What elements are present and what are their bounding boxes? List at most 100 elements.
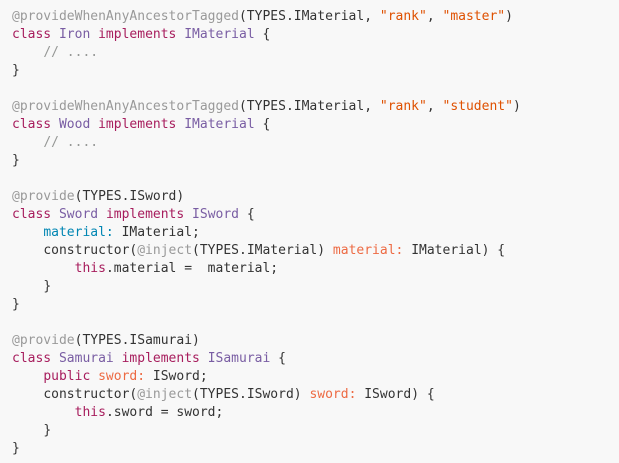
code-token-plain: [114, 351, 122, 366]
code-token-plain: (TYPES.ISamurai): [74, 333, 200, 348]
code-line: class Samurai implements ISamurai {: [12, 350, 286, 368]
code-token-ws: [12, 261, 75, 276]
code-token-class: IMaterial: [184, 117, 255, 132]
code-token-ws: [12, 243, 43, 258]
code-token-this: this: [74, 261, 106, 276]
code-line: // ....: [12, 44, 98, 62]
code-line: constructor(@inject(TYPES.ISword) sword:…: [12, 386, 435, 404]
code-token-plain: {: [254, 117, 271, 132]
code-token-class: Sword: [58, 207, 99, 222]
code-token-decorator: @provide: [12, 189, 75, 204]
code-token-class: ISamurai: [207, 351, 271, 366]
code-line: }: [12, 422, 51, 440]
code-token-comment: // ....: [43, 45, 99, 60]
code-token-decorator: @provide: [12, 333, 75, 348]
code-token-ws: [12, 369, 43, 384]
code-token-plain: (TYPES.ISword): [192, 387, 310, 402]
code-block: @provideWhenAnyAncestorTagged(TYPES.IMat…: [12, 8, 612, 458]
code-token-keyword: public: [43, 369, 91, 384]
code-token-keyword: implements: [98, 117, 177, 132]
code-token-plain: IMaterial;: [113, 225, 200, 240]
code-line: constructor(@inject(TYPES.IMaterial) mat…: [12, 242, 505, 260]
code-token-ws: [12, 45, 43, 60]
code-token-plain: ): [505, 9, 513, 24]
code-line: @provideWhenAnyAncestorTagged(TYPES.IMat…: [12, 8, 513, 26]
code-line: material: IMaterial;: [12, 224, 200, 242]
code-token-class: IMaterial: [184, 27, 255, 42]
code-token-plain: }: [12, 441, 20, 456]
code-line: // ....: [12, 134, 98, 152]
code-token-param: sword:: [98, 369, 146, 384]
code-token-ws: [12, 135, 43, 150]
code-token-plain: {: [270, 351, 286, 366]
code-token-ws: [12, 405, 75, 420]
code-token-ws: [12, 387, 43, 402]
code-line: }: [12, 152, 20, 170]
code-token-string: "rank": [379, 9, 427, 24]
code-token-plain: (TYPES.IMaterial,: [238, 99, 380, 114]
code-token-keyword: class: [12, 27, 52, 42]
code-token-comment: // ....: [43, 135, 99, 150]
code-token-plain: }: [43, 423, 52, 438]
code-token-string: "rank": [379, 99, 427, 114]
code-token-plain: }: [43, 279, 52, 294]
code-token-plain: IMaterial) {: [403, 243, 506, 258]
code-token-ws: [12, 423, 43, 438]
code-token-plain: }: [12, 63, 20, 78]
code-token-plain: .material = material;: [105, 261, 279, 276]
code-token-param: material:: [332, 243, 404, 258]
code-line: this.material = material;: [12, 260, 279, 278]
code-token-decorator: @provideWhenAnyAncestorTagged: [12, 9, 239, 24]
code-token-plain: ): [512, 99, 521, 114]
code-token-plain: [184, 207, 192, 222]
code-token-plain: ,: [426, 99, 443, 114]
code-line: class Iron implements IMaterial {: [12, 26, 270, 44]
code-token-decorator: @inject: [137, 243, 193, 258]
code-token-plain: {: [239, 207, 255, 222]
code-line: public sword: ISword;: [12, 368, 207, 386]
code-token-string: "student": [442, 99, 513, 114]
code-token-plain: (TYPES.IMaterial): [192, 243, 333, 258]
code-line: class Sword implements ISword {: [12, 206, 255, 224]
code-token-decorator: @inject: [137, 387, 193, 402]
code-token-plain: (TYPES.IMaterial,: [238, 9, 380, 24]
code-token-plain: [200, 351, 208, 366]
code-token-plain: }: [12, 297, 20, 312]
code-token-param: sword:: [309, 387, 357, 402]
code-token-ws: [12, 279, 43, 294]
code-token-decorator: @provideWhenAnyAncestorTagged: [12, 99, 239, 114]
code-line: }: [12, 296, 20, 314]
code-token-keyword: class: [12, 117, 52, 132]
code-token-class: ISword: [192, 207, 240, 222]
code-token-class: Wood: [58, 117, 91, 132]
code-token-plain: ISword) {: [356, 387, 435, 402]
code-token-plain: (TYPES.ISword): [74, 189, 185, 204]
code-line: }: [12, 440, 20, 458]
code-token-plain: [90, 369, 98, 384]
code-line: }: [12, 278, 51, 296]
code-line: @provideWhenAnyAncestorTagged(TYPES.IMat…: [12, 98, 521, 116]
code-token-keyword: class: [12, 351, 52, 366]
code-token-keyword: implements: [121, 351, 200, 366]
code-token-plain: .sword = sword;: [105, 405, 224, 420]
code-token-plain: }: [12, 153, 20, 168]
code-line: }: [12, 62, 20, 80]
code-token-plain: constructor(: [43, 387, 138, 402]
code-token-prop: material:: [43, 225, 114, 240]
code-token-class: Samurai: [58, 351, 114, 366]
code-token-plain: [98, 207, 106, 222]
code-token-keyword: class: [12, 207, 52, 222]
code-line: class Wood implements IMaterial {: [12, 116, 270, 134]
code-line: this.sword = sword;: [12, 404, 224, 422]
code-line: @provide(TYPES.ISamurai): [12, 332, 200, 350]
code-token-keyword: implements: [98, 27, 177, 42]
code-token-ws: [12, 225, 43, 240]
code-token-plain: [90, 27, 98, 42]
code-token-plain: [90, 117, 98, 132]
code-token-class: Iron: [58, 27, 91, 42]
code-token-plain: [51, 117, 59, 132]
code-token-plain: [51, 27, 59, 42]
code-token-string: "master": [442, 9, 506, 24]
code-line: @provide(TYPES.ISword): [12, 188, 184, 206]
code-token-plain: ,: [426, 9, 443, 24]
